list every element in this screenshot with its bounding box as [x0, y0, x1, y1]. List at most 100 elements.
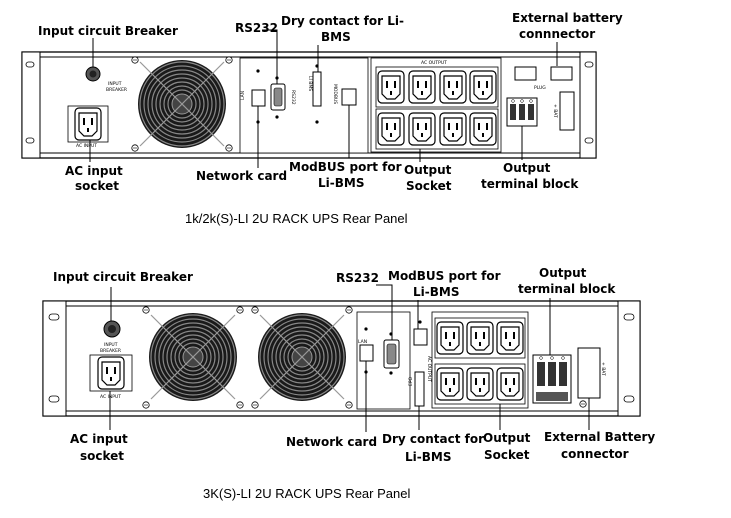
callout-network-card: Network card	[286, 435, 377, 449]
led-dot	[418, 320, 422, 324]
fuse-holder	[514, 66, 537, 81]
screw-icon	[142, 401, 150, 409]
callout-output-tb-2: terminal block	[481, 177, 579, 191]
output-socket	[496, 321, 524, 355]
panel-text-libms: LI BMS	[307, 76, 313, 91]
panel-text-breaker: BREAKER	[100, 348, 121, 354]
ear-slot	[48, 395, 60, 403]
callout-input-breaker: Input circuit Breaker	[53, 270, 193, 284]
callout-output-tb-2: terminal block	[518, 282, 616, 296]
screw-icon	[345, 306, 353, 314]
callout-ext-batt-2: connnector	[519, 27, 595, 41]
callout-dry-contact-1: Dry contact for Li-	[281, 14, 404, 28]
callout-modbus-2: Li-BMS	[318, 176, 364, 190]
leader-line	[376, 284, 393, 340]
fan-icon	[257, 312, 347, 402]
dry-contact-port	[414, 371, 425, 407]
ear-slot	[48, 313, 60, 321]
output-socket	[496, 367, 524, 401]
output-socket	[377, 112, 405, 146]
callout-ext-batt-2: connector	[561, 447, 629, 461]
output-socket	[439, 112, 467, 146]
output-socket	[436, 321, 464, 355]
leader-line	[262, 29, 278, 84]
fan-icon	[148, 312, 238, 402]
callout-dry-contact-2: BMS	[321, 30, 351, 44]
callout-output-socket-2: Socket	[406, 179, 452, 193]
external-battery-connector	[577, 347, 601, 399]
screw-icon	[236, 306, 244, 314]
callout-ac-input-1: AC input	[65, 164, 123, 178]
rs232-port	[270, 83, 286, 111]
output-socket	[469, 112, 497, 146]
panel-text-lan: LAN	[240, 91, 246, 100]
callout-output-socket-2: Socket	[484, 448, 530, 462]
fuse-holder	[550, 66, 573, 81]
panel-text-bat: + BAT	[552, 104, 558, 118]
network-card-port	[359, 344, 374, 362]
rack-ear-right	[579, 51, 597, 159]
ear-slot	[623, 313, 635, 321]
callout-dry-contact-1: Dry contact for	[382, 432, 484, 446]
dry-contact-port	[312, 71, 322, 107]
screw-icon	[142, 306, 150, 314]
callout-ext-batt-1: External battery	[512, 11, 623, 25]
led-dot	[364, 327, 368, 331]
rack-ear-left	[21, 51, 41, 159]
output-socket	[466, 321, 494, 355]
callout-output-socket-1: Output	[404, 163, 452, 177]
panel-3kw-rear: INPUT BREAKER AC INPUT LAN EPO	[42, 266, 655, 501]
output-terminal-block	[506, 97, 538, 127]
output-socket	[469, 70, 497, 104]
panel-text-ac-input: AC INPUT	[100, 394, 121, 400]
callout-output-socket-1: Output	[483, 431, 531, 445]
caption-panel-1: 1k/2k(S)-LI 2U RACK UPS Rear Panel	[185, 211, 408, 226]
rack-ear-left	[42, 300, 67, 417]
modbus-port	[413, 328, 428, 346]
output-socket	[377, 70, 405, 104]
callout-output-tb-1: Output	[503, 161, 551, 175]
panel-text-rs232: RS232	[290, 90, 296, 105]
output-socket	[439, 70, 467, 104]
ac-input-frame	[67, 105, 109, 143]
screw-icon	[236, 401, 244, 409]
panel-1kw-rear: INPUT BREAKER AC INPUT LAN RS232 LI BMS …	[21, 11, 623, 226]
ear-slot	[25, 61, 35, 68]
callout-ac-input-1: AC input	[70, 432, 128, 446]
screw-icon	[225, 56, 233, 64]
panel-text-ac-input: AC INPUT	[76, 143, 97, 149]
screw-icon	[251, 306, 259, 314]
ear-slot	[584, 61, 594, 68]
callout-modbus-2: Li-BMS	[413, 285, 459, 299]
ac-input-frame	[89, 354, 133, 392]
callout-modbus-1: ModBUS port for	[289, 160, 402, 174]
callout-modbus-1: ModBUS port for	[388, 269, 501, 283]
led-dot	[256, 69, 260, 73]
output-row-top	[434, 317, 526, 359]
output-row-bottom	[434, 363, 526, 405]
screw-icon	[345, 401, 353, 409]
network-card-port	[251, 89, 266, 107]
panel-text-bat: + BAT	[600, 362, 606, 376]
ear-slot	[584, 137, 594, 144]
callout-dry-contact-2: Li-BMS	[405, 450, 451, 464]
panel-text-input: INPUT	[108, 81, 122, 87]
callout-output-tb-1: Output	[539, 266, 587, 280]
screw-icon	[251, 401, 259, 409]
rack-ear-right	[617, 300, 641, 417]
output-socket	[408, 70, 436, 104]
callout-ac-input-2: socket	[75, 179, 119, 193]
callout-ac-input-2: socket	[80, 449, 124, 463]
output-socket	[466, 367, 494, 401]
led-dot	[315, 120, 319, 124]
ear-slot	[25, 137, 35, 144]
callout-rs232: RS232	[336, 271, 379, 285]
callout-network-card: Network card	[196, 169, 287, 183]
input-breaker	[85, 66, 101, 82]
output-socket	[436, 367, 464, 401]
led-dot	[389, 371, 393, 375]
panel-text-ac-output: AC OUTPUT	[421, 60, 447, 66]
panel-text-input: INPUT	[104, 342, 118, 348]
